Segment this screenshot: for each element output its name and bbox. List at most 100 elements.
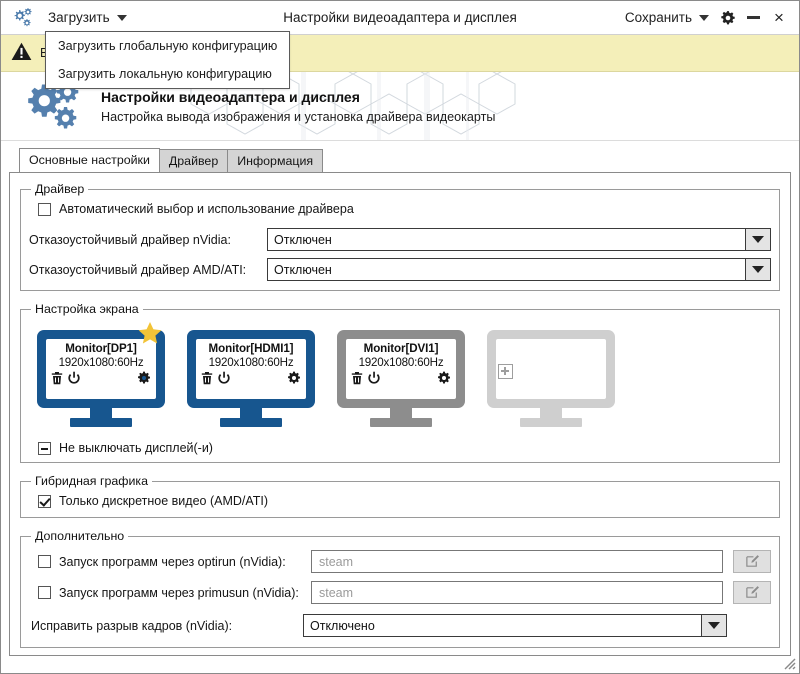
pencil-edit-icon — [745, 586, 759, 598]
menu-item-load-global[interactable]: Загрузить глобальную конфигурацию — [58, 39, 278, 53]
discrete-only-row[interactable]: Только дискретное видео (AMD/ATI) — [38, 494, 771, 508]
optirun-row: Запуск программ через optirun (nVidia): … — [38, 550, 771, 573]
monitor-screen-inner — [496, 339, 606, 399]
amd-fallback-combobox[interactable]: Отключен — [267, 258, 771, 281]
monitor-mode: 1920x1080:60Hz — [208, 356, 294, 369]
discrete-only-label: Только дискретное видео (AMD/ATI) — [59, 494, 269, 508]
optirun-input[interactable]: steam — [311, 550, 723, 573]
monitor-mode: 1920x1080:60Hz — [358, 356, 444, 369]
primusun-input[interactable]: steam — [311, 581, 723, 604]
auto-driver-checkbox[interactable] — [38, 202, 51, 216]
tab-main-settings[interactable]: Основные настройки — [19, 148, 160, 172]
save-menu-button[interactable]: Сохранить — [619, 7, 715, 28]
monitor-screen-inner: Monitor[HDMI1] 1920x1080:60Hz — [196, 339, 306, 399]
tearing-fix-value: Отключено — [310, 618, 375, 633]
driver-group-legend: Драйвер — [35, 182, 85, 196]
monitor-screen: Monitor[HDMI1] 1920x1080:60Hz — [187, 330, 315, 408]
monitor-screen-inner: Monitor[DVI1] 1920x1080:60Hz — [346, 339, 456, 399]
title-bar: Загрузить Настройки видеоадаптера и дисп… — [1, 1, 799, 35]
optirun-checkbox[interactable] — [38, 555, 51, 568]
load-dropdown-menu[interactable]: Загрузить глобальную конфигурацию Загруз… — [45, 31, 290, 89]
chevron-down-icon — [116, 14, 127, 21]
save-menu-label: Сохранить — [624, 10, 692, 25]
optirun-edit-button[interactable] — [733, 550, 771, 573]
monitor-card-dvi1[interactable]: Monitor[DVI1] 1920x1080:60Hz — [337, 330, 465, 427]
power-icon[interactable] — [67, 371, 81, 385]
nvidia-fallback-label: Отказоустойчивый драйвер nVidia: — [29, 232, 231, 247]
load-menu-button[interactable]: Загрузить — [42, 7, 133, 28]
screen-group: Настройка экрана Monitor[DP1] 1920x1080:… — [20, 302, 780, 463]
chevron-down-icon — [699, 14, 709, 21]
power-icon[interactable] — [367, 371, 381, 385]
tearing-fix-row: Исправить разрыв кадров (nVidia): Отключ… — [31, 614, 771, 637]
header-title: Настройки видеоадаптера и дисплея — [101, 88, 360, 105]
power-icon[interactable] — [217, 371, 231, 385]
monitor-screen: Monitor[DP1] 1920x1080:60Hz — [37, 330, 165, 408]
pencil-edit-icon — [745, 555, 759, 567]
discrete-only-checkbox[interactable] — [38, 494, 51, 508]
header-text-block: Настройки видеоадаптера и дисплея Настро… — [101, 89, 495, 124]
close-icon: × — [774, 8, 784, 27]
load-menu-label: Загрузить — [48, 10, 110, 25]
monitor-mode: 1920x1080:60Hz — [58, 356, 144, 369]
monitor-stand-base — [70, 418, 132, 427]
monitor-card-add-new[interactable] — [487, 330, 615, 427]
monitor-screen: Monitor[DVI1] 1920x1080:60Hz — [337, 330, 465, 408]
monitor-stand-base — [220, 418, 282, 427]
driver-group: Драйвер Автоматический выбор и использов… — [20, 182, 780, 291]
nvidia-fallback-value: Отключен — [274, 232, 332, 247]
monitor-screen-inner: Monitor[DP1] 1920x1080:60Hz — [46, 339, 156, 399]
monitor-stand-neck — [240, 408, 262, 418]
gear-icon[interactable] — [437, 371, 451, 385]
menu-item-load-local[interactable]: Загрузить локальную конфигурацию — [58, 67, 272, 81]
settings-gear-button[interactable] — [717, 7, 739, 29]
primary-star-icon — [138, 322, 162, 344]
tab-information[interactable]: Информация — [227, 149, 324, 172]
monitor-stand-base — [370, 418, 432, 427]
chevron-down-icon[interactable] — [745, 259, 770, 280]
gear-icon[interactable] — [287, 371, 301, 385]
monitor-actions — [50, 371, 152, 385]
trash-icon[interactable] — [50, 371, 64, 385]
nvidia-fallback-combobox[interactable]: Отключен — [267, 228, 771, 251]
additional-group-legend: Дополнительно — [35, 529, 125, 543]
monitor-stand-neck — [540, 408, 562, 418]
header-subtitle: Настройка вывода изображения и установка… — [101, 109, 496, 124]
primusun-edit-button[interactable] — [733, 581, 771, 604]
chevron-down-icon[interactable] — [745, 229, 770, 250]
optirun-label: Запуск программ через optirun (nVidia): — [59, 554, 286, 569]
dont-turn-off-label: Не выключать дисплей(-и) — [59, 441, 213, 455]
gear-icon — [721, 10, 735, 24]
monitor-card-dp1[interactable]: Monitor[DP1] 1920x1080:60Hz — [37, 322, 165, 427]
amd-fallback-row: Отказоустойчивый драйвер AMD/ATI: Отключ… — [29, 258, 771, 281]
hybrid-graphics-group: Гибридная графика Только дискретное виде… — [20, 474, 780, 518]
dont-turn-off-checkbox[interactable] — [38, 441, 51, 455]
minimize-button[interactable] — [741, 6, 765, 30]
monitor-name: Monitor[DP1] — [65, 342, 137, 355]
amd-fallback-value: Отключен — [274, 262, 332, 277]
nvidia-fallback-row: Отказоустойчивый драйвер nVidia: Отключе… — [29, 228, 771, 251]
trash-icon[interactable] — [200, 371, 214, 385]
primusun-row: Запуск программ через primusun (nVidia):… — [38, 581, 771, 604]
monitor-name: Monitor[HDMI1] — [208, 342, 294, 355]
trash-icon[interactable] — [350, 371, 364, 385]
plus-icon[interactable] — [498, 364, 513, 379]
dont-turn-off-row[interactable]: Не выключать дисплей(-и) — [38, 441, 771, 455]
primusun-checkbox[interactable] — [38, 586, 51, 599]
monitor-stand-neck — [90, 408, 112, 418]
tab-driver[interactable]: Драйвер — [158, 149, 229, 172]
app-icon — [10, 7, 36, 29]
monitor-card-hdmi1[interactable]: Monitor[HDMI1] 1920x1080:60Hz — [187, 330, 315, 427]
monitor-stand-neck — [390, 408, 412, 418]
monitor-list: Monitor[DP1] 1920x1080:60Hz — [37, 322, 771, 427]
close-button[interactable]: × — [767, 6, 791, 30]
primusun-label: Запуск программ через primusun (nVidia): — [59, 585, 299, 600]
monitor-screen — [487, 330, 615, 408]
auto-driver-row[interactable]: Автоматический выбор и использование дра… — [38, 202, 771, 216]
gear-icon[interactable] — [137, 371, 151, 385]
chevron-down-icon[interactable] — [701, 615, 726, 636]
tearing-fix-combobox[interactable]: Отключено — [303, 614, 727, 637]
resize-grip-icon[interactable] — [780, 654, 796, 670]
monitor-actions — [200, 371, 302, 385]
